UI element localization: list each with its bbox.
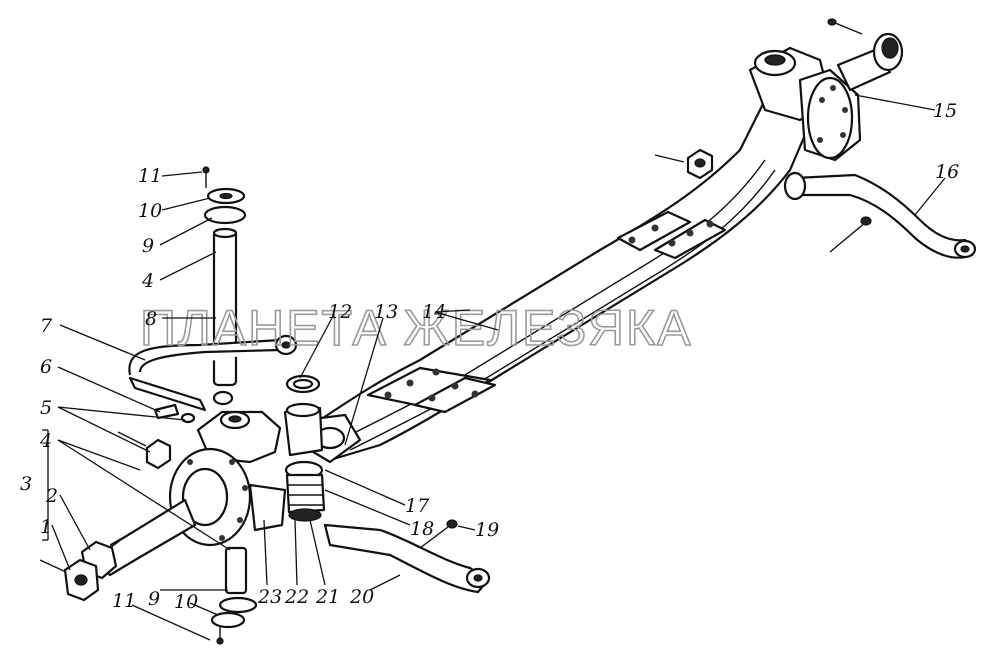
- callout-2: 2: [45, 485, 58, 507]
- callout-23: 23: [257, 586, 282, 608]
- axle-beam: [303, 46, 832, 464]
- king-pin-upper: [153, 166, 247, 424]
- callout-17: 17: [405, 495, 430, 517]
- callout-11-bottom: 11: [112, 590, 136, 612]
- callout-7: 7: [40, 315, 53, 337]
- brake-hose: [128, 334, 298, 412]
- callout-20: 20: [349, 586, 374, 608]
- watermark: ПЛАНЕТА ЖЕЛЕЗЯКА: [140, 300, 692, 356]
- right-steering-arm: [783, 171, 977, 259]
- callout-16: 16: [935, 161, 959, 183]
- callout-6: 6: [40, 356, 52, 378]
- callout-9-top: 9: [142, 235, 154, 257]
- callout-4-left: 4: [39, 430, 52, 452]
- left-steering-arm: [323, 519, 491, 594]
- callout-11-top: 11: [138, 165, 162, 187]
- callout-9-bottom: 9: [148, 588, 160, 610]
- callout-1: 1: [40, 516, 52, 538]
- callout-15: 15: [933, 100, 957, 122]
- callout-19: 19: [475, 519, 499, 541]
- callout-labels: 11 10 9 4 8 7 6 5 4 3 2 1 12 13 14 15 16…: [20, 100, 959, 613]
- callout-21: 21: [315, 586, 340, 608]
- center-bushings: [283, 374, 326, 522]
- callout-12: 12: [328, 301, 352, 323]
- callout-5: 5: [40, 397, 52, 419]
- callout-22: 22: [284, 586, 309, 608]
- king-pin-lower-cap: [210, 596, 258, 645]
- callout-13: 13: [374, 301, 398, 323]
- callout-3: 3: [20, 473, 32, 495]
- callout-10-top: 10: [138, 200, 162, 222]
- leader-lines: [42, 94, 946, 641]
- callout-8: 8: [145, 308, 157, 330]
- left-steering-knuckle: [39, 410, 287, 602]
- right-knuckle-assembly: [654, 18, 904, 180]
- callout-4-top: 4: [141, 270, 154, 292]
- callout-10-bottom: 10: [174, 591, 198, 613]
- callout-18: 18: [410, 518, 434, 540]
- callout-14: 14: [422, 301, 446, 323]
